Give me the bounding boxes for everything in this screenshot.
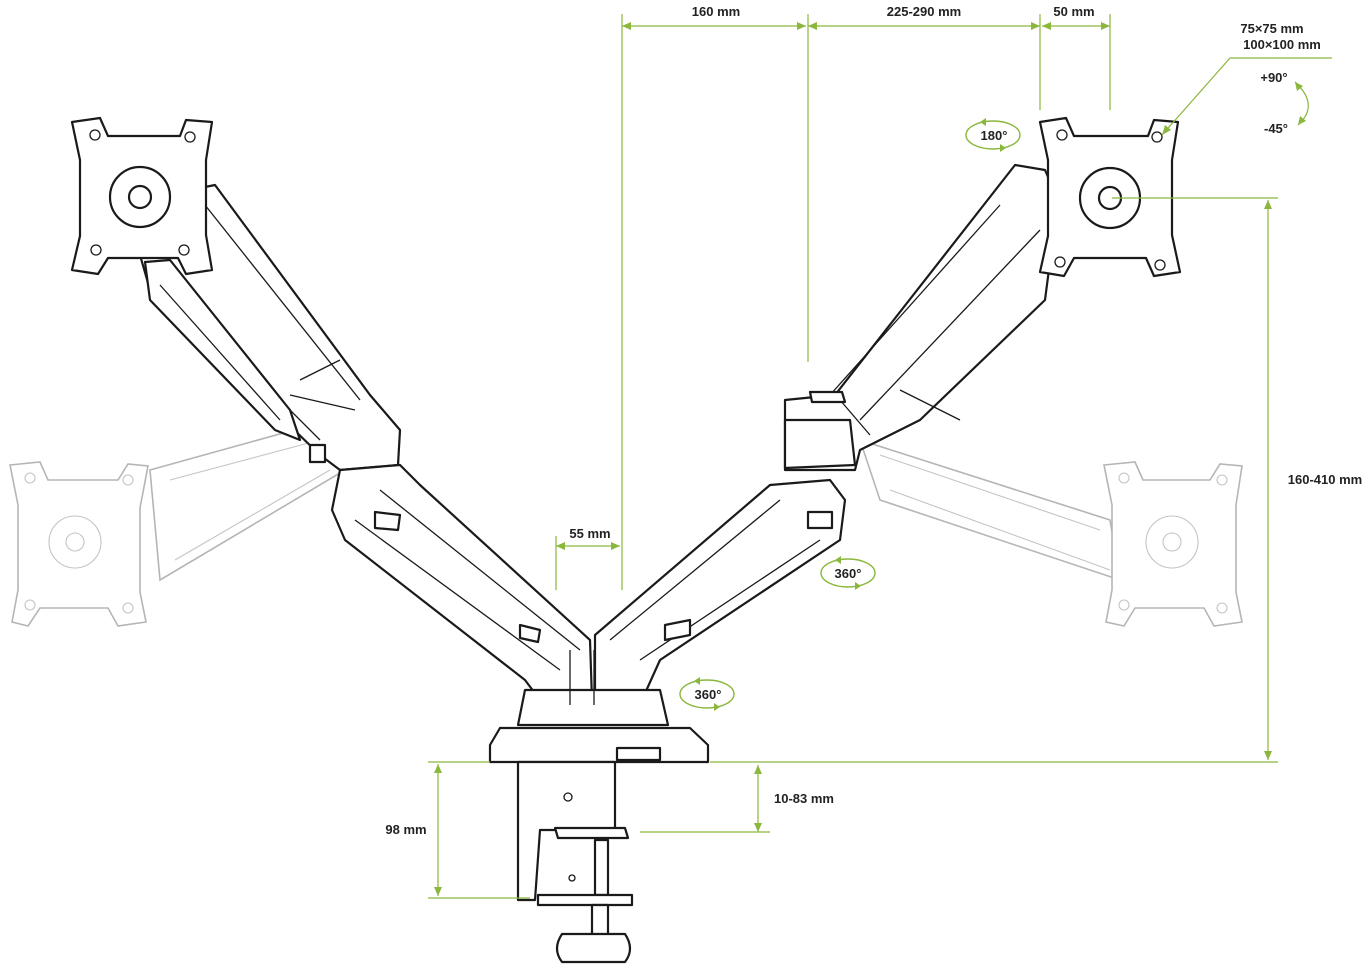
extension-label: 225-290 mm	[887, 4, 961, 19]
swivel-head-label: 180°	[981, 128, 1008, 143]
swivel-base-label: 360°	[695, 687, 722, 702]
plate-offset-label: 50 mm	[1053, 4, 1094, 19]
swivel-arm-icon	[820, 556, 876, 590]
vesa-label-75: 75×75 mm	[1240, 21, 1303, 36]
vesa-label-100: 100×100 mm	[1243, 37, 1321, 52]
desk-thickness-label: 10-83 mm	[774, 791, 834, 806]
tilt-arc-icon	[1294, 81, 1309, 126]
right-vesa-plate	[1038, 116, 1182, 278]
swivel-head-icon	[965, 118, 1021, 152]
dimension-arrowheads	[434, 22, 1272, 896]
tilt-up-label: +90°	[1260, 70, 1287, 85]
tilt-down-label: -45°	[1264, 121, 1288, 136]
left-vesa-plate	[70, 116, 214, 276]
ghost-left-monitor-position	[9, 419, 346, 627]
ghost-right-monitor-position	[858, 438, 1243, 627]
swivel-arm-label: 360°	[835, 566, 862, 581]
swivel-base-icon	[679, 677, 735, 711]
arm-reach-label: 160 mm	[692, 4, 740, 19]
pole-gap-label: 55 mm	[569, 526, 610, 541]
left-lower-arm	[330, 463, 594, 702]
clamp-depth-label: 98 mm	[385, 822, 426, 837]
height-range-label: 160-410 mm	[1288, 472, 1362, 487]
dimension-lines	[428, 14, 1332, 899]
right-upper-arm	[783, 163, 1060, 472]
mount-base	[488, 650, 710, 964]
right-lower-arm	[593, 478, 847, 702]
